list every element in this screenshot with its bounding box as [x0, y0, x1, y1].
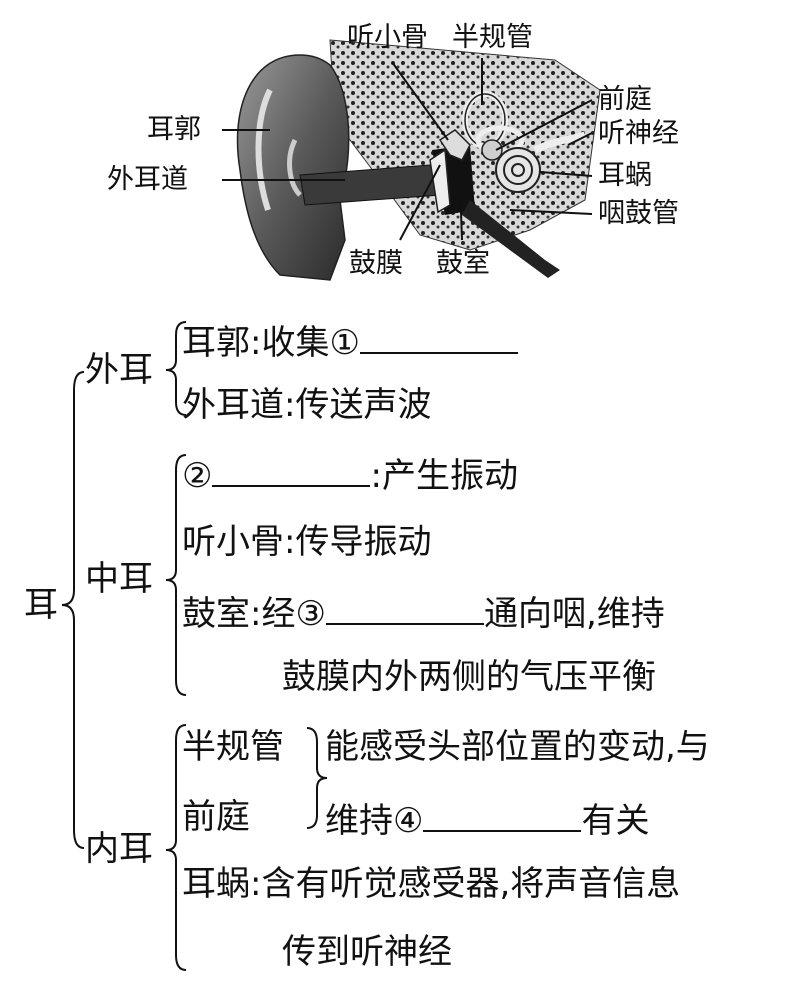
auricle-shape [236, 54, 350, 281]
label-cochlea: 耳蜗 [598, 160, 652, 191]
description: 收集 [261, 323, 330, 363]
outer-row-auricle: 耳郭:收集① [182, 322, 518, 360]
ossicles-shape [438, 129, 471, 161]
root-brace [61, 371, 85, 849]
label-semicircular: 半规管 [452, 22, 533, 53]
eardrum-shape [429, 148, 451, 214]
answer-blank-4[interactable] [423, 800, 582, 832]
answer-blank-3[interactable] [325, 593, 484, 625]
description: 含有听觉感受器,将声音信息 [261, 864, 681, 904]
outer-brace [165, 321, 187, 416]
label-ossicles: 听小骨 [347, 22, 428, 53]
inner-brace [165, 724, 187, 971]
leader-cochlea [539, 171, 593, 177]
answer-blank-1[interactable] [359, 322, 518, 354]
label-auricle: 耳郭 [147, 114, 201, 145]
outer-ear-name: 外耳 [85, 350, 153, 390]
description-post: 通向咽,维持 [483, 594, 665, 634]
middle-row-eardrum: ②:产生振动 [182, 455, 518, 493]
description: 产生振动 [381, 456, 518, 496]
leader-eustachian [509, 209, 593, 215]
eustachian-tube-shape [462, 200, 560, 278]
label-auditory-nerve: 听神经 [598, 118, 679, 149]
inner-part-vestibule: 前庭 [182, 797, 250, 837]
separator: : [284, 522, 296, 562]
inner-row-cochlea: 耳蜗:含有听觉感受器,将声音信息 [182, 867, 680, 901]
vestibule-shape [481, 139, 503, 161]
inner-part-semicircular: 半规管 [182, 727, 284, 767]
middle-brace [165, 454, 187, 696]
middle-row-tympanic: 鼓室:经③ 通向咽,维持 [182, 593, 665, 631]
label-eardrum: 鼓膜 [349, 248, 403, 279]
inner-shared-line1: 能感受头部位置的变动,与 [325, 727, 710, 767]
leader-vestibule [495, 99, 593, 151]
middle-row-tympanic-line2: 鼓膜内外两侧的气压平衡 [282, 657, 656, 697]
part-name: 听小骨 [182, 522, 284, 562]
blank-number: ③ [295, 594, 326, 634]
outer-row-canal: 外耳道:传送声波 [182, 388, 431, 422]
answer-blank-2[interactable] [212, 455, 371, 487]
label-eustachian: 咽鼓管 [598, 198, 679, 229]
part-name: 鼓室 [182, 594, 250, 634]
part-name: 耳郭 [182, 323, 250, 363]
leader-ossicles [391, 61, 449, 141]
sub-brace [306, 727, 328, 829]
description-pre: 维持 [325, 801, 393, 841]
leader-auditory-nerve [567, 132, 593, 146]
separator: : [250, 323, 262, 363]
label-tympanic: 鼓室 [436, 248, 490, 279]
middle-row-ossicles: 听小骨:传导振动 [182, 525, 431, 559]
separator: : [370, 456, 382, 496]
inner-row-cochlea-line2: 传到听神经 [282, 932, 452, 972]
leader-tympanic [459, 184, 463, 241]
leader-eardrum [399, 164, 441, 241]
blank-number: ④ [393, 801, 424, 841]
cochlea-shape [495, 147, 541, 193]
description: 传送声波 [295, 385, 432, 425]
description-post: 有关 [581, 801, 650, 841]
blank-number: ② [182, 456, 213, 496]
description-pre: 经 [261, 594, 296, 634]
label-vestibule: 前庭 [598, 84, 652, 115]
description: 传导振动 [295, 522, 432, 562]
auditory-nerve-shape [533, 131, 587, 154]
blank-number: ① [329, 323, 360, 363]
tree-root: 耳 [24, 585, 58, 625]
separator: : [250, 864, 262, 904]
middle-ear-name: 中耳 [85, 559, 153, 599]
separator: : [284, 385, 296, 425]
inner-ear-name: 内耳 [85, 829, 153, 869]
inner-shared-line2: 维持④ 有关 [325, 800, 649, 838]
label-ear-canal: 外耳道 [107, 164, 188, 195]
part-name: 耳蜗 [182, 864, 250, 904]
tree-braces [61, 321, 328, 971]
separator: : [250, 594, 262, 634]
part-name: 外耳道 [182, 385, 284, 425]
